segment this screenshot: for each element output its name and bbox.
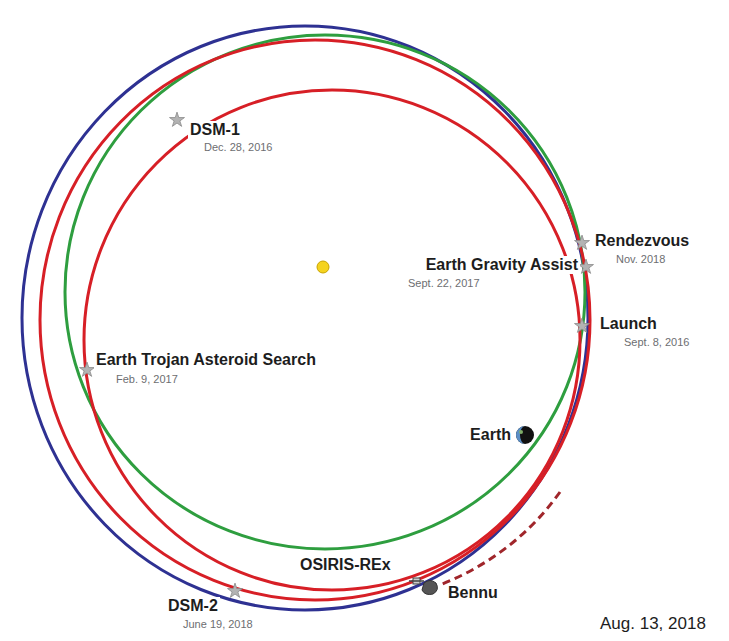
- event-date: Nov. 2018: [614, 253, 667, 265]
- future-path: [440, 492, 560, 585]
- bennu-orbit: [22, 26, 588, 610]
- event-date: June 19, 2018: [181, 618, 255, 630]
- event-date: Feb. 9, 2017: [114, 373, 180, 385]
- body-name: Bennu: [446, 584, 500, 602]
- event-star: [79, 362, 94, 376]
- event-name: Rendezvous: [593, 232, 691, 250]
- body-name: Earth: [468, 426, 513, 444]
- spacecraft-name: OSIRIS-REx: [298, 556, 393, 574]
- event-name: DSM-2: [166, 597, 220, 615]
- transfer-orbit: [40, 40, 590, 600]
- event-date: Sept. 22, 2017: [406, 277, 482, 289]
- spacecraft-icon: [409, 578, 424, 584]
- event-name: Earth Gravity Assist: [424, 256, 580, 274]
- launch-orbit: [84, 90, 580, 590]
- event-star: [574, 235, 589, 249]
- date-stamp: Aug. 13, 2018: [598, 615, 708, 634]
- event-name: Earth Trojan Asteroid Search: [94, 351, 318, 369]
- earth-orbit: [65, 35, 585, 549]
- event-star: [578, 259, 593, 273]
- event-star: [227, 583, 242, 597]
- earth-icon: [516, 426, 534, 444]
- bennu-icon: [422, 581, 437, 595]
- event-name: Launch: [598, 315, 659, 333]
- event-date: Sept. 8, 2016: [622, 336, 691, 348]
- event-star: [169, 112, 184, 126]
- event-date: Dec. 28, 2016: [202, 141, 275, 153]
- event-star: [574, 318, 589, 332]
- sun: [317, 261, 329, 273]
- event-name: DSM-1: [188, 121, 242, 139]
